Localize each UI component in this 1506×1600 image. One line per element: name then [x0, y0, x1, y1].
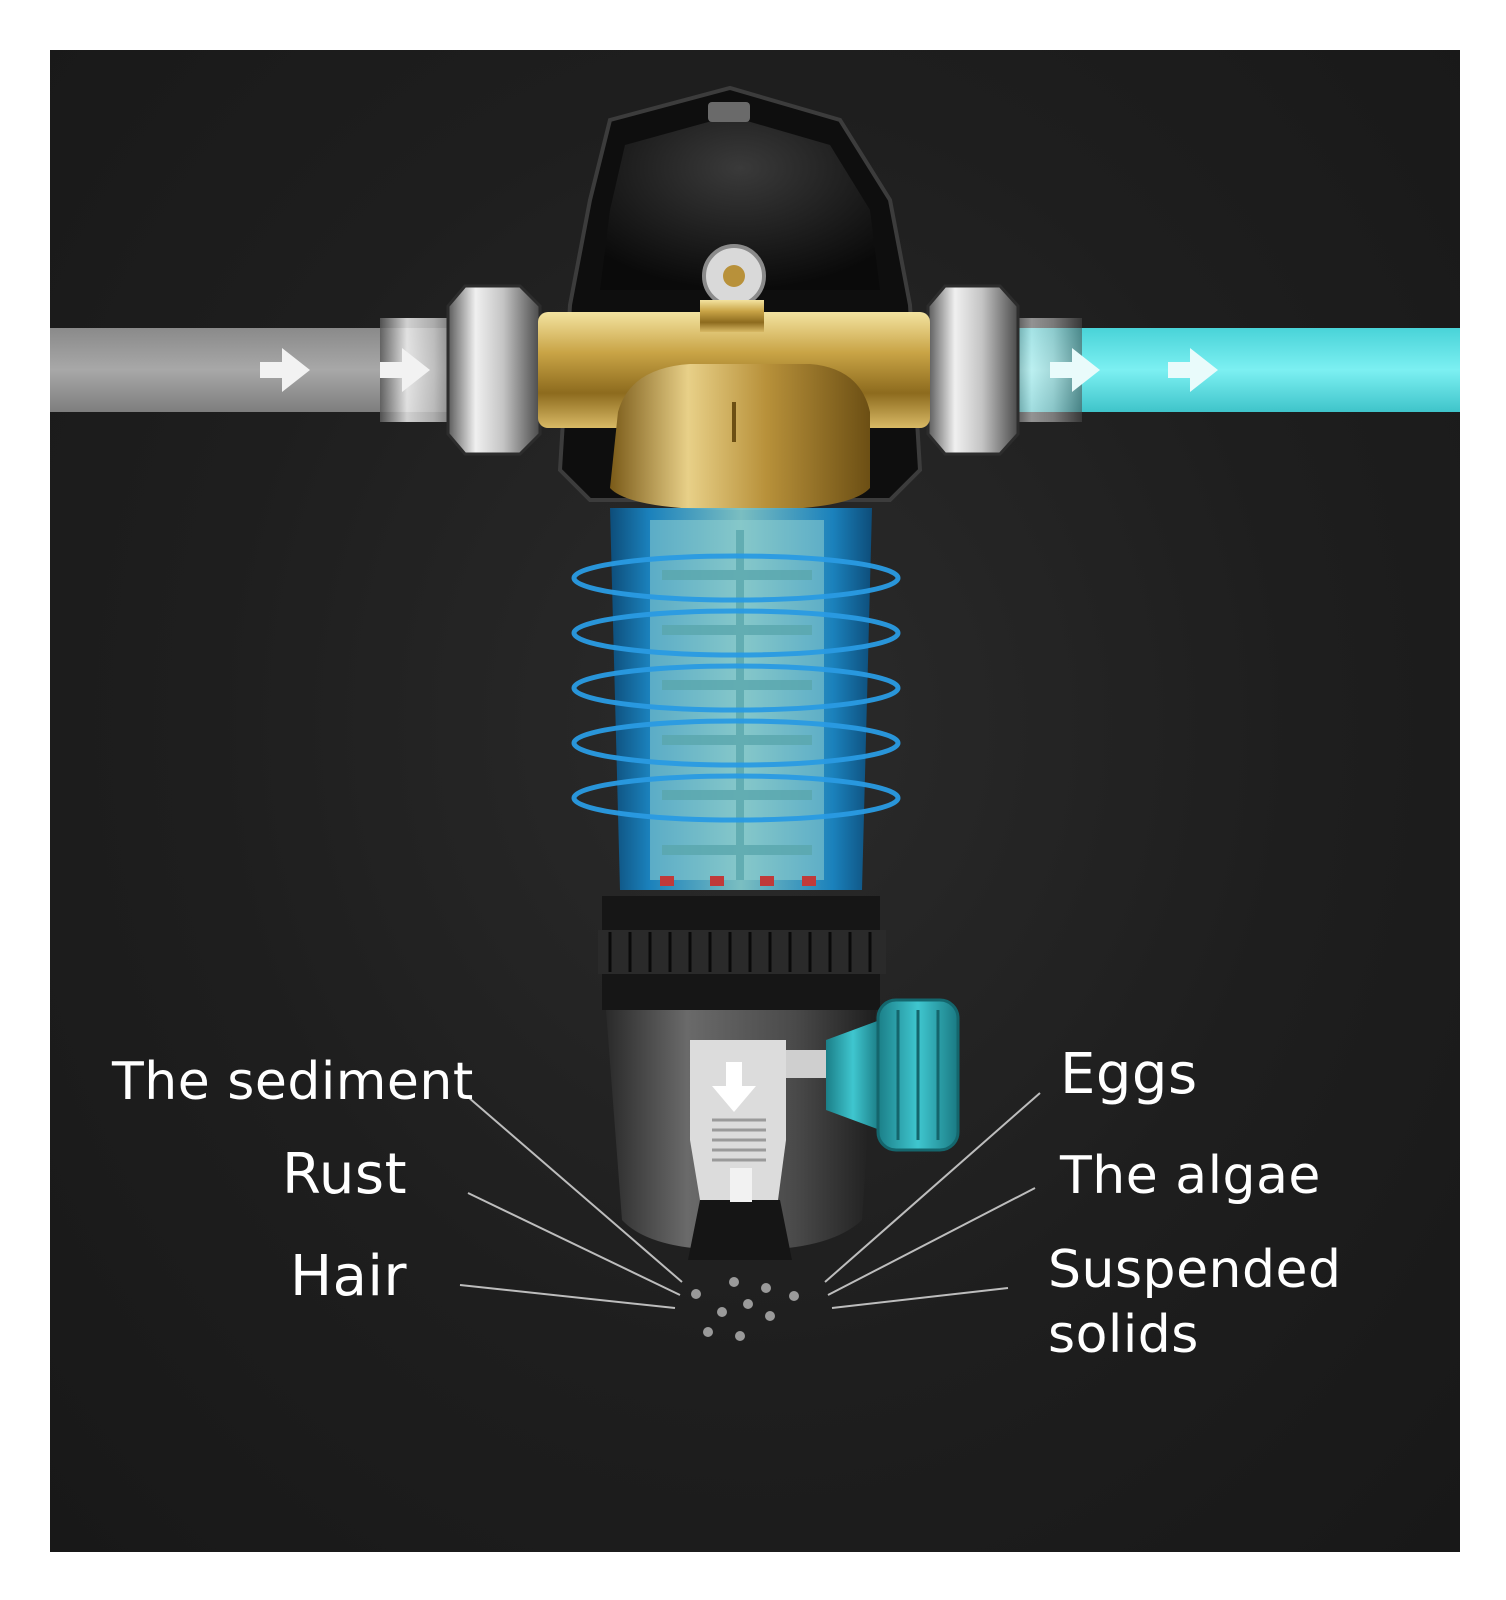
contaminant-label-sediment: The sediment [112, 1052, 474, 1112]
drain-valve-knob [786, 998, 960, 1152]
bottom-collar [598, 896, 886, 1010]
debris-particles [691, 1277, 799, 1341]
filter-illustration [50, 85, 1460, 1341]
contaminant-label-suspended-solids: Suspended solids [1048, 1240, 1342, 1365]
brass-body [538, 300, 930, 510]
flow-arrow-icon [260, 348, 430, 392]
filter-cartridge [610, 508, 872, 890]
flow-arrow-icon [1050, 348, 1218, 392]
diagram-panel: The sediment Rust Hair Eggs The algae Su… [50, 50, 1460, 1552]
outlet-nut [926, 284, 1020, 456]
contaminant-label-rust: Rust [282, 1142, 408, 1207]
contaminant-label-eggs: Eggs [1060, 1042, 1198, 1107]
flush-rings [571, 553, 901, 823]
contaminant-label-algae: The algae [1060, 1146, 1321, 1206]
inlet-nut [446, 284, 542, 456]
leader-lines [459, 1092, 1041, 1309]
contaminant-label-hair: Hair [290, 1244, 408, 1309]
drain-arrow-icon [712, 1062, 756, 1112]
